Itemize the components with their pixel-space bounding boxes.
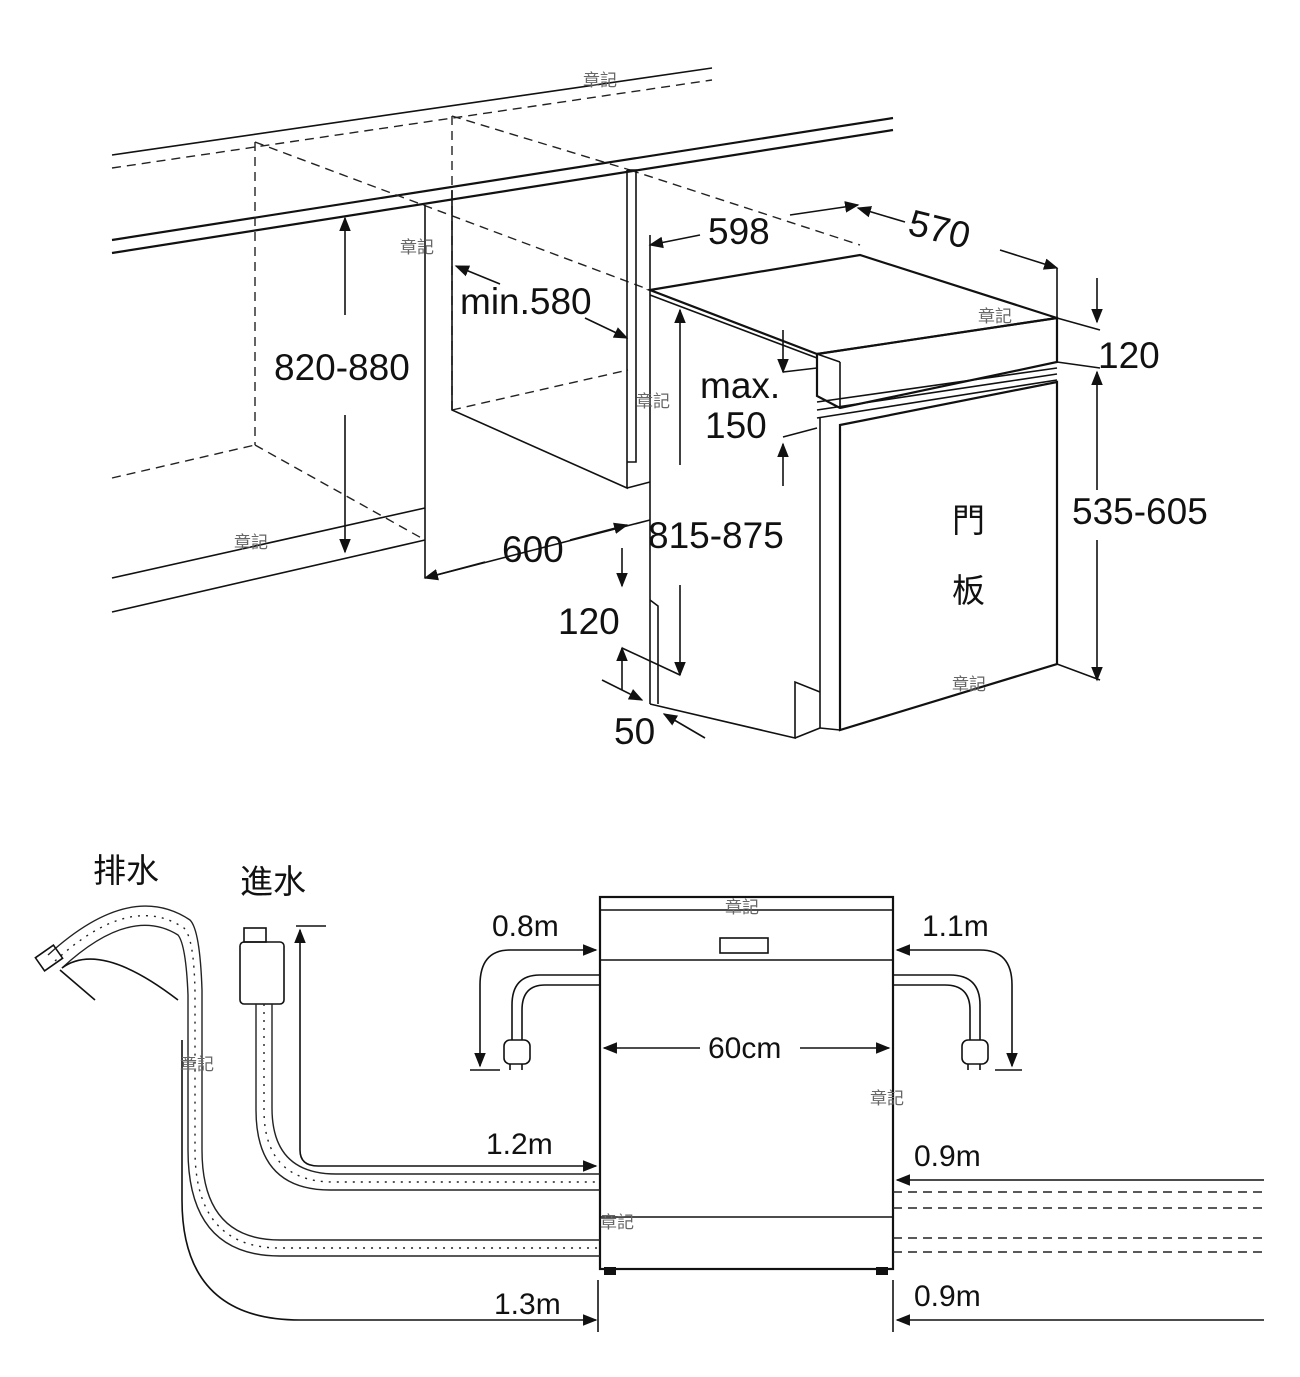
dim-0-8m-label: 0.8m <box>492 910 559 943</box>
inlet-hose <box>239 927 600 1191</box>
dim-0-9m-upper-label: 0.9m <box>914 1140 981 1173</box>
top-dimension-lines <box>339 201 1103 739</box>
watermark: 章記 <box>234 533 268 552</box>
dim-120-bottom-label: 120 <box>558 601 620 642</box>
watermark: 章記 <box>180 1055 214 1074</box>
drain-hose <box>34 905 600 1257</box>
dim-600-label: 600 <box>502 529 564 570</box>
dim-535-605-label: 535-605 <box>1072 491 1208 532</box>
dim-598-label: 598 <box>708 211 770 252</box>
door-panel-char-2: 板 <box>952 572 985 609</box>
bottom-dimension-lines <box>59 925 1264 1332</box>
dim-max-label: max. <box>700 365 780 406</box>
drain-label: 排水 <box>93 852 159 889</box>
dim-50-label: 50 <box>614 711 655 752</box>
dim-120-top-label: 120 <box>1098 335 1160 376</box>
dim-815-875-label: 815-875 <box>648 515 784 556</box>
watermark: 章記 <box>600 1213 634 1232</box>
dim-1-3m-label: 1.3m <box>494 1288 561 1321</box>
dim-570-label: 570 <box>905 202 975 257</box>
dim-820-880-label: 820-880 <box>274 347 410 388</box>
watermark: 章記 <box>870 1089 904 1108</box>
dim-1-2m-label: 1.2m <box>486 1128 553 1161</box>
watermark: 章記 <box>583 71 617 90</box>
door-panel-char-1: 門 <box>952 502 985 539</box>
appliance-front-view <box>598 895 895 1275</box>
dim-1-1m-label: 1.1m <box>922 910 989 943</box>
watermark: 章記 <box>978 307 1012 326</box>
dim-0-9m-lower-label: 0.9m <box>914 1280 981 1313</box>
dim-150-label: 150 <box>705 405 767 446</box>
dim-60cm-label: 60cm <box>708 1032 781 1065</box>
watermark: 章記 <box>400 238 434 257</box>
inlet-label: 進水 <box>240 863 306 900</box>
watermark: 章記 <box>636 392 670 411</box>
watermark: 章記 <box>952 675 986 694</box>
dim-min580-label: min.580 <box>460 281 592 322</box>
watermark: 章記 <box>725 898 759 917</box>
